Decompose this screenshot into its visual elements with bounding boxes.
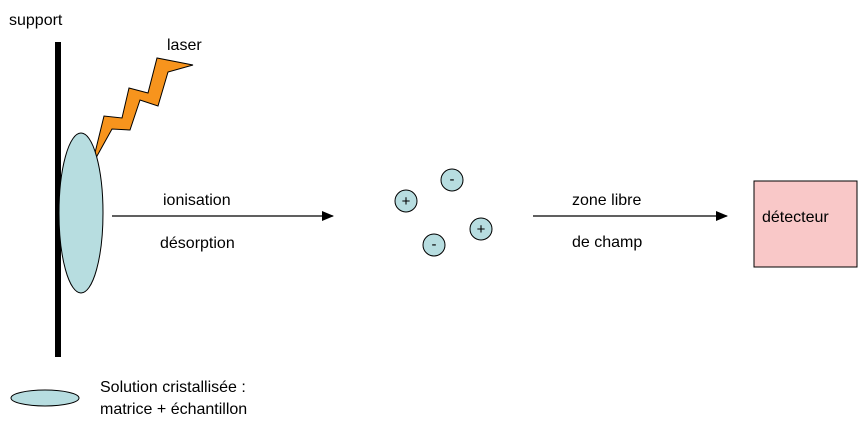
ion-sign: + — [402, 193, 411, 210]
ion-1: + — [394, 189, 418, 213]
legend-line-1: Solution cristallisée : — [100, 379, 246, 396]
legend-line-2: matrice + échantillon — [100, 401, 247, 418]
ion-circle — [469, 217, 493, 241]
ion-sign: - — [450, 171, 455, 188]
ion-circle — [422, 233, 446, 257]
laser-bolt-icon — [91, 57, 194, 166]
ion-2: - — [440, 168, 464, 192]
ion-4: - — [422, 233, 446, 257]
detector-label: détecteur — [762, 209, 829, 226]
ion-sign: - — [432, 236, 437, 253]
support-bar — [55, 42, 61, 357]
sample-ellipse — [58, 132, 104, 294]
support-label: support — [9, 12, 63, 29]
de-champ-label: de champ — [572, 234, 642, 251]
legend-ellipse-icon — [10, 389, 80, 407]
ion-3: + — [469, 217, 493, 241]
ion-circle — [394, 189, 418, 213]
ionisation-label: ionisation — [163, 192, 231, 209]
desorption-label: désorption — [160, 235, 235, 252]
zone-libre-label: zone libre — [572, 192, 641, 209]
detector-box — [753, 180, 858, 268]
laser-label: laser — [167, 37, 202, 54]
ion-sign: + — [477, 221, 486, 238]
ion-circle — [440, 168, 464, 192]
